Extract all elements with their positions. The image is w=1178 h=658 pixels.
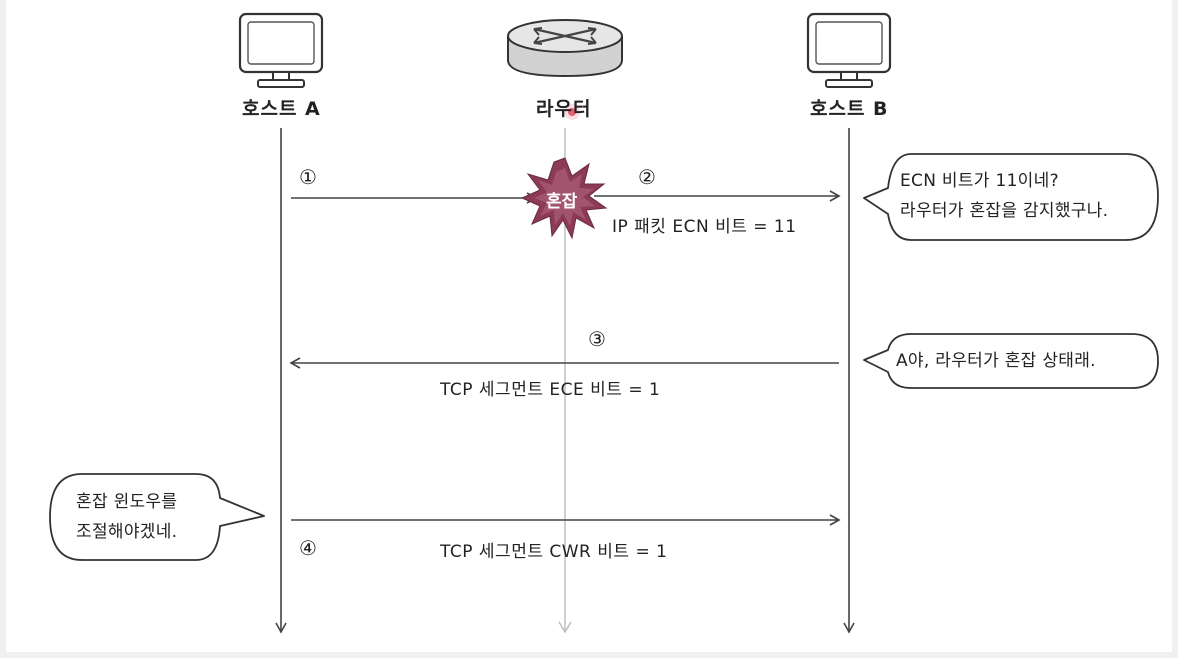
host-a-bubble-line-1: 혼잡 윈도우를 (76, 492, 178, 512)
congestion-label: 혼잡 (546, 192, 578, 212)
host-b-label: 호스트 B (810, 98, 889, 120)
step-2-marker: ② (638, 165, 656, 189)
host-a-label: 호스트 A (242, 98, 321, 120)
message-ip-packet-ecn: IP 패킷 ECN 비트 = 11 (612, 217, 797, 237)
diagram-graphics (49, 12, 1159, 634)
host-b-bubble-2-shape (863, 333, 1159, 389)
message-tcp-segment-cwr: TCP 세그먼트 CWR 비트 = 1 (440, 542, 668, 562)
congestion-burst-icon (520, 157, 608, 240)
host-b-bubble-1-line-2: 라우터가 혼잡을 감지했구나. (900, 201, 1109, 221)
message-tcp-segment-ece: TCP 세그먼트 ECE 비트 = 1 (440, 380, 661, 400)
router-lifeline-arrowhead (558, 621, 572, 634)
host-a-computer-icon (238, 12, 324, 88)
host-b-bubble-2-line-1: A야, 라우터가 혼잡 상태래. (896, 351, 1096, 371)
router-icon (507, 19, 623, 78)
step-1-marker: ① (299, 165, 317, 189)
step-4-marker: ④ (299, 536, 317, 560)
router-label: 라우터 (536, 98, 592, 120)
host-b-bubble-2-text: A야, 라우터가 혼잡 상태래. (896, 346, 1096, 376)
host-a-bubble-line-2: 조절해야겠네. (76, 522, 178, 542)
host-b-computer-icon (806, 12, 892, 88)
host-b-bubble-1-shape (863, 153, 1159, 241)
host-b-bubble-1-text: ECN 비트가 11이네? 라우터가 혼잡을 감지했구나. (900, 166, 1108, 226)
step-3-marker: ③ (588, 327, 606, 351)
sequence-diagram: 호스트 A 라우터 호스트 B 혼잡 ① ② ③ ④ IP 패킷 ECN 비트 … (6, 0, 1172, 652)
host-a-bubble-text: 혼잡 윈도우를 조절해야겠네. (76, 487, 177, 547)
cursor-indicator (568, 108, 576, 116)
host-a-bubble-shape (49, 473, 265, 561)
host-b-bubble-1-line-1: ECN 비트가 11이네? (900, 171, 1059, 191)
